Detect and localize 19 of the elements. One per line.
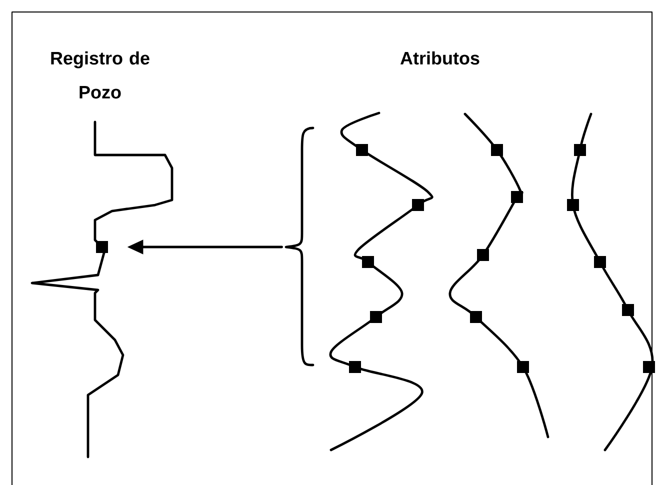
sample-marker: [574, 144, 586, 156]
sample-marker: [362, 256, 374, 268]
sample-marker: [511, 191, 523, 203]
sample-marker: [517, 361, 529, 373]
sample-marker: [356, 144, 368, 156]
sample-marker: [643, 361, 655, 373]
sample-marker: [594, 256, 606, 268]
heading: Registro de Pozo: [51, 51, 150, 99]
sample-marker: [477, 249, 489, 261]
sample-marker: [370, 311, 382, 323]
heading: Atributos: [400, 51, 480, 65]
sample-marker: [622, 304, 634, 316]
sample-marker: [567, 199, 579, 211]
sample-marker: [470, 311, 482, 323]
sample-marker: [412, 199, 424, 211]
sample-marker: [96, 241, 108, 253]
sample-marker: [491, 144, 503, 156]
sample-marker: [349, 361, 361, 373]
curly-brace: [284, 126, 314, 366]
